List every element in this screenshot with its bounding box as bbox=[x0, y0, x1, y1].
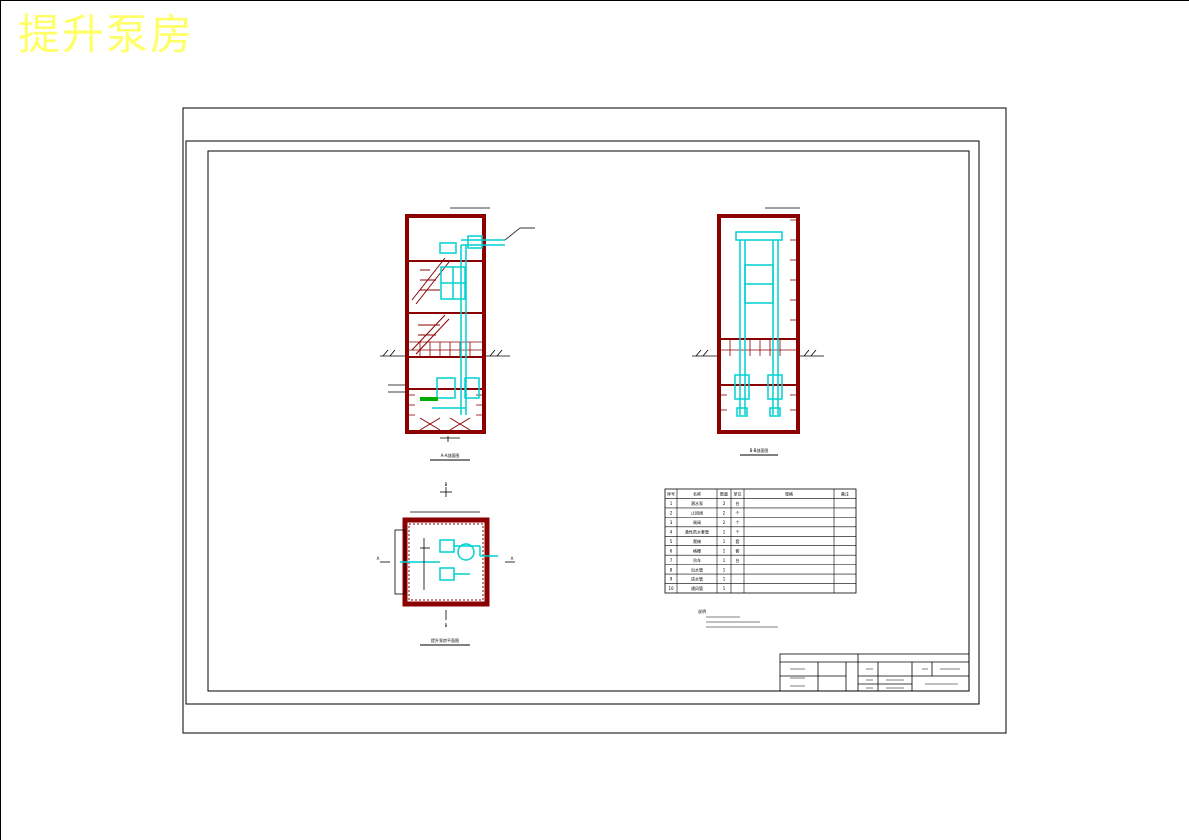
table-header-cell: 规格 bbox=[785, 491, 793, 497]
section-b-wall-right bbox=[796, 216, 800, 431]
table-cell: 1 bbox=[723, 529, 726, 534]
table-cell: 2 bbox=[723, 520, 726, 525]
table-cell: 7 bbox=[670, 558, 673, 563]
notes: 说明 bbox=[698, 608, 778, 628]
table-cell: 1 bbox=[723, 558, 726, 563]
title-block bbox=[779, 653, 970, 692]
table-cell: 个 bbox=[736, 511, 740, 516]
table-cell: 10 bbox=[668, 586, 674, 591]
table-cell: 闸阀 bbox=[693, 519, 701, 525]
section-b-caption: B-B剖面图 bbox=[750, 447, 769, 453]
table-cell: 个 bbox=[736, 529, 740, 534]
table-cell: 1 bbox=[723, 539, 726, 544]
table-cell: 套 bbox=[736, 547, 740, 553]
section-a-view: A-A剖面图 bbox=[380, 207, 535, 461]
page-title: 提升泵房 bbox=[18, 10, 195, 59]
table-header-cell: 名称 bbox=[693, 491, 701, 497]
table-cell: 套 bbox=[736, 538, 740, 544]
table-cell: 6 bbox=[670, 548, 673, 553]
table-cell: 5 bbox=[670, 539, 673, 544]
table-cell: 1 bbox=[723, 586, 726, 591]
marker-a-right: A bbox=[511, 556, 514, 561]
sheet-frame-middle bbox=[185, 140, 980, 705]
plan-caption: 提升泵房平面图 bbox=[431, 637, 459, 643]
table-cell: 8 bbox=[670, 567, 673, 572]
marker-a-left: A bbox=[377, 556, 380, 561]
table-cell: 潜水泵 bbox=[691, 500, 703, 506]
table-cell: 格栅 bbox=[693, 547, 701, 553]
table-cell: 3 bbox=[670, 520, 673, 525]
notes-heading: 说明 bbox=[698, 608, 706, 614]
table-cell: 出水管 bbox=[691, 566, 703, 572]
table-cell: 台 bbox=[736, 500, 740, 506]
section-b-wall-left bbox=[717, 216, 721, 431]
table-cell: 1 bbox=[723, 577, 726, 582]
section-a-floor bbox=[405, 430, 486, 434]
table-cell: 9 bbox=[670, 577, 673, 582]
table-cell: 1 bbox=[670, 501, 673, 506]
sheet-frame-outer bbox=[182, 107, 1007, 734]
table-header-cell: 单位 bbox=[734, 491, 742, 497]
table-cell: 1 bbox=[723, 567, 726, 572]
table-cell: 进水管 bbox=[691, 576, 703, 582]
table-cell: 2 bbox=[723, 511, 726, 516]
marker-b-bottom: B bbox=[445, 623, 448, 628]
marker-b-top: B bbox=[445, 482, 448, 487]
equipment-table: 序号 名称 数量单位 规格 备注 1 潜水泵 2 台 2 止回阀 2 个 3 闸阀 2 个 4 柔性防水套管 1 个 5 爬… bbox=[664, 488, 857, 594]
section-a-roof bbox=[405, 214, 486, 218]
table-cell: 止回阀 bbox=[691, 510, 703, 516]
plan-view: B B A A 提升泵房平面图 bbox=[377, 482, 515, 646]
sheet-frame-inner bbox=[207, 150, 970, 692]
table-cell: 台 bbox=[736, 557, 740, 563]
table-cell: 通风管 bbox=[691, 585, 703, 591]
table-cell: 4 bbox=[670, 529, 673, 534]
table-cell: 2 bbox=[670, 511, 673, 516]
table-header-cell: 序号 bbox=[667, 491, 675, 497]
section-a-wall-right bbox=[482, 216, 486, 431]
section-b-view: B-B剖面图 bbox=[692, 207, 824, 456]
section-a-caption: A-A剖面图 bbox=[441, 452, 460, 458]
section-a-wall-left bbox=[405, 216, 409, 431]
table-cell: 个 bbox=[736, 520, 740, 525]
table-header-cell: 数量 bbox=[720, 491, 728, 497]
table-cell: 1 bbox=[723, 548, 726, 553]
table-cell: 爬梯 bbox=[693, 538, 701, 544]
table-cell: 2 bbox=[723, 501, 726, 506]
table-cell: 吊车 bbox=[693, 557, 701, 563]
table-header-cell: 备注 bbox=[841, 491, 849, 497]
table-cell: 柔性防水套管 bbox=[685, 528, 709, 534]
